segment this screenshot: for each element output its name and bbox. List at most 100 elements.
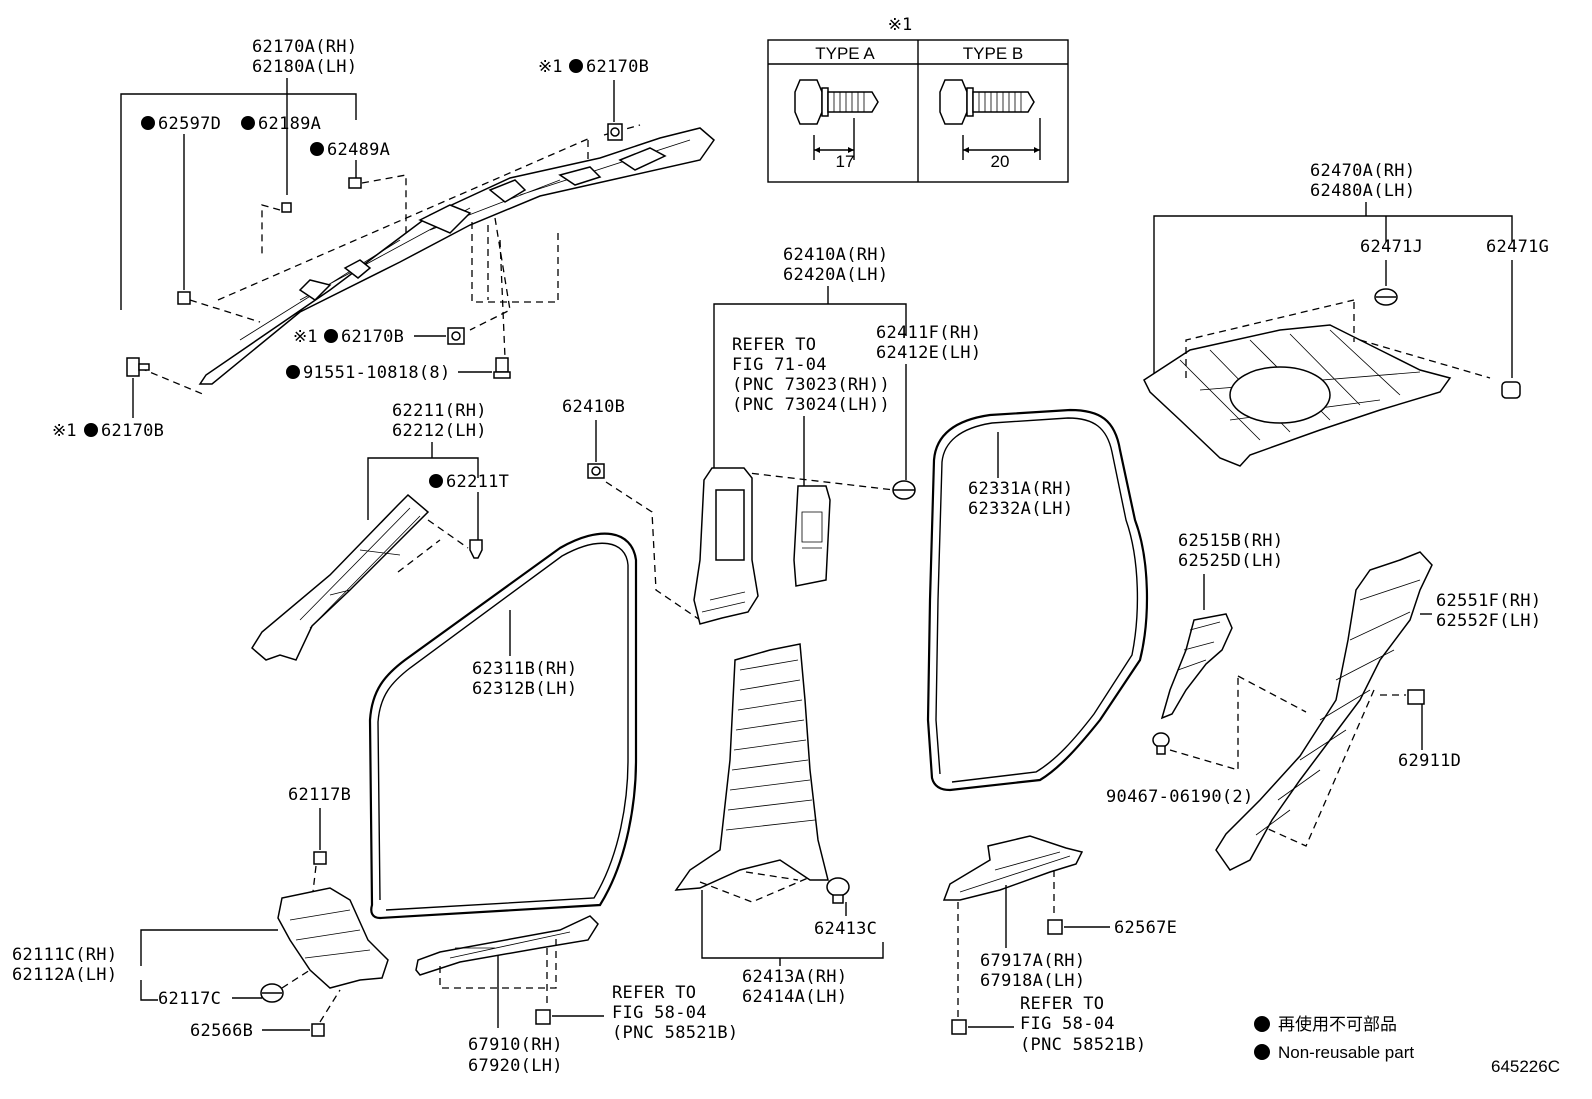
kome-mark: ※1 [538,57,562,77]
non-reusable-dot-icon [310,142,324,156]
rear-door-scuff-group: 67917A(RH) 67918A(LH) 62567E REFER TO FI… [942,835,1177,1055]
non-reusable-dot-icon [569,59,583,73]
label-62414A: 62414A(LH) [742,987,847,1007]
label-62412E: 62412E(LH) [876,343,981,363]
label-62170B-mid-row: ※1 62170B [293,327,404,347]
legend-en: Non-reusable part [1278,1043,1414,1062]
refer-58b-line1: REFER TO [1020,994,1104,1014]
clip-62411F-icon [892,480,916,500]
bolt-62170B-top-icon [607,123,623,141]
clip-58521B-a-icon [535,1009,551,1025]
quarter-pillar-garnish [1215,551,1433,871]
label-62411F: 62411F(RH) [876,323,981,343]
label-62112A: 62112A(LH) [12,965,117,985]
bolt-type-b-icon: 20 [939,79,1041,171]
type-b-header: TYPE B [963,44,1023,63]
refer-58a-line3: (PNC 58521B) [612,1023,738,1043]
label-62420A: 62420A(LH) [783,265,888,285]
inset-title: ※1 [888,15,912,35]
label-67910: 67910(RH) [468,1035,563,1055]
label-62111C: 62111C(RH) [12,945,117,965]
label-62170B-top: 62170B [586,57,649,77]
label-62189A-row: 62189A [241,114,321,134]
kome-mark: ※1 [52,421,76,441]
clip-62211T-icon [469,539,483,559]
legend-jp: 再使用不可部品 [1278,1014,1397,1034]
type-a-dim: 17 [836,152,855,171]
refer-71-line1: REFER TO [732,335,816,355]
label-62211T-row: 62211T [429,472,509,492]
bolt-type-inset: ※1 TYPE A TYPE B 17 20 [767,15,1069,183]
non-reusable-dot-icon [1254,1044,1270,1060]
bolt-62170B-left-icon [126,357,150,377]
clip-62566B-icon [311,1023,325,1037]
type-a-header: TYPE A [815,44,875,63]
clip-62471G-icon [1501,381,1521,399]
legend: 再使用不可部品 Non-reusable part [1254,1014,1414,1062]
label-62597D-row: 62597D [141,114,221,134]
label-67917A: 67917A(RH) [980,951,1085,971]
label-62332A: 62332A(LH) [968,499,1073,519]
label-62410B: 62410B [562,397,625,417]
label-62410A: 62410A(RH) [783,245,888,265]
refer-71-line3: (PNC 73023(RH)) [732,375,890,395]
clip-62489A-icon [348,177,362,189]
label-67918A: 67918A(LH) [980,971,1085,991]
quarter-trim-group: 62515B(RH) 62525D(LH) 90467-06190(2) 625… [1106,531,1541,871]
label-62170B-top-row: ※1 62170B [538,57,649,77]
diagram-id: 645226C [1491,1057,1560,1076]
kome-mark: ※1 [293,327,317,347]
clip-62117B-icon [313,851,327,865]
label-67920: 67920(LH) [468,1056,563,1076]
label-62552F: 62552F(LH) [1436,611,1541,631]
clip-62117C-icon [260,983,284,1003]
non-reusable-dot-icon [141,116,155,130]
label-62471J: 62471J [1360,237,1423,257]
label-62170B-mid: 62170B [341,327,404,347]
label-62180A: 62180A(LH) [252,57,357,77]
label-62525D: 62525D(LH) [1178,551,1283,571]
rear-door-scuff-plate [942,835,1084,901]
label-62212: 62212(LH) [392,421,487,441]
rear-door-weatherstrip-group: 62331A(RH) 62332A(LH) [926,408,1149,792]
label-62471G: 62471G [1486,237,1549,257]
clip-62410B-icon [587,463,605,479]
refer-58b-line2: FIG 58-04 [1020,1014,1115,1034]
type-b-dim: 20 [991,152,1010,171]
cowl-side-trim-lower [277,887,389,989]
label-90467: 90467-06190(2) [1106,787,1254,807]
non-reusable-dot-icon [324,329,338,343]
non-reusable-dot-icon [1254,1016,1270,1032]
label-62413A: 62413A(RH) [742,967,847,987]
clip-62413C-icon [826,877,850,904]
clip-62189A-icon [281,202,292,213]
non-reusable-dot-icon [241,116,255,130]
refer-58a-line1: REFER TO [612,983,696,1003]
label-62170B-left: 62170B [101,421,164,441]
front-pillar-garnish-group: 62170A(RH) 62180A(LH) 62597D 62189A 6248… [52,37,716,441]
center-pillar-upper-group: 62410B 62410A(RH) 62420A(LH) REFER TO FI… [562,245,981,625]
label-62117B: 62117B [288,785,351,805]
clip-62911D-icon [1407,689,1425,705]
label-62170B-left-row: ※1 62170B [52,421,164,441]
non-reusable-dot-icon [286,365,300,379]
front-door-weatherstrip-group: 62311B(RH) 62312B(LH) [368,532,638,920]
refer-71-part [793,485,831,587]
label-62331A: 62331A(RH) [968,479,1073,499]
label-62170A: 62170A(RH) [252,37,357,57]
bolt-62170B-mid-icon [447,327,465,345]
center-pillar-lower-group: 62413C 62413A(RH) 62414A(LH) [674,643,884,1007]
refer-71-line2: FIG 71-04 [732,355,827,375]
front-pillar-garnish [198,127,716,385]
cowl-side-trim-group: 62211(RH) 62212(LH) 62211T [251,401,509,661]
label-62489A-row: 62489A [310,140,390,160]
refer-71-line4: (PNC 73024(LH)) [732,395,890,415]
front-door-scuff-group: 67910(RH) 67920(LH) REFER TO FIG 58-04 (… [415,915,738,1076]
label-62911D: 62911D [1398,751,1461,771]
label-62489A: 62489A [327,140,390,160]
clip-62471J-icon [1374,288,1398,306]
front-door-weatherstrip [368,532,638,920]
clip-58521B-b-icon [951,1019,967,1035]
label-62567E: 62567E [1114,918,1177,938]
